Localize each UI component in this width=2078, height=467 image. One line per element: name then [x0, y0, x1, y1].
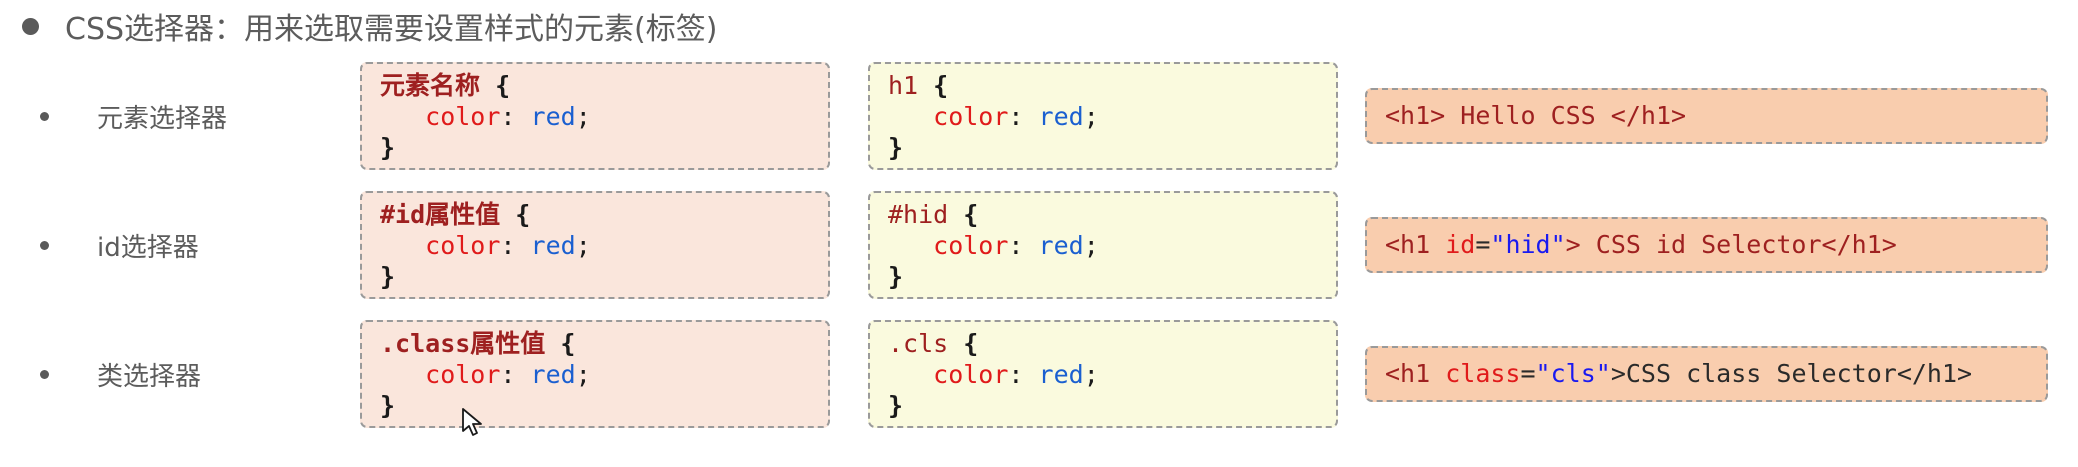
bullet-icon [22, 17, 39, 35]
css-property-token: color [933, 102, 1009, 131]
row-label-class-selector: 类选择器 [22, 310, 272, 438]
row-label-text: 元素选择器 [97, 103, 228, 134]
html-attr-equals: = [1475, 230, 1491, 259]
colon-token: : [500, 231, 516, 260]
css-syntax-box-element: 元素名称 { color: red; } [360, 62, 830, 170]
css-value-token: red [1038, 360, 1084, 389]
colon-token: : [1008, 360, 1024, 389]
page-title: CSS选择器：用来选取需要设置样式的元素(标签) [65, 12, 718, 47]
open-brace-token: { [515, 200, 531, 229]
open-brace-token: { [933, 71, 949, 100]
css-property-token: color [933, 360, 1009, 389]
css-example-box-element: h1 { color: red; } [868, 62, 1338, 170]
css-selector-token: .class属性值 [380, 329, 546, 358]
css-example-box-class: .cls { color: red; } [868, 320, 1338, 428]
slide-title-row: CSS选择器：用来选取需要设置样式的元素(标签) [0, 0, 717, 52]
html-snippet-box-element: <h1> Hello CSS </h1> [1365, 88, 2048, 144]
open-brace-token: { [963, 329, 979, 358]
html-text-content: CSS id Selector [1580, 230, 1822, 259]
css-selector-token: 元素名称 [380, 71, 481, 100]
open-brace-token: { [560, 329, 576, 358]
close-brace-token: } [380, 391, 396, 420]
html-snippet-box-id: <h1 id="hid"> CSS id Selector</h1> [1365, 217, 2048, 273]
semicolon-token: ; [575, 231, 591, 260]
colon-token: : [500, 102, 516, 131]
html-open-tag: <h1 [1385, 230, 1446, 259]
bullet-icon [40, 369, 49, 379]
html-close-tag: </h1> [1896, 359, 1973, 388]
semicolon-token: ; [1083, 231, 1099, 260]
semicolon-token: ; [1083, 102, 1099, 131]
colon-token: : [500, 360, 516, 389]
row-label-text: id选择器 [97, 232, 199, 263]
css-value-token: red [1038, 102, 1084, 131]
close-brace-token: } [380, 262, 396, 291]
semicolon-token: ; [1083, 360, 1099, 389]
html-attr-value: "hid" [1490, 230, 1566, 259]
html-attr-name: class [1445, 359, 1521, 388]
html-attr-equals: = [1520, 359, 1536, 388]
css-value-token: red [530, 231, 576, 260]
html-close-tag: </h1> [1821, 230, 1897, 259]
html-tag-close: > [1610, 359, 1626, 388]
close-brace-token: } [888, 133, 904, 162]
css-selector-token: .cls [888, 329, 949, 358]
html-text-content: CSS class Selector [1625, 359, 1897, 388]
html-text-content: Hello CSS [1445, 101, 1611, 130]
css-value-token: red [530, 102, 576, 131]
css-selector-token: #id属性值 [380, 200, 501, 229]
html-snippet-box-class: <h1 class="cls">CSS class Selector</h1> [1365, 346, 2048, 402]
semicolon-token: ; [575, 102, 591, 131]
bullet-icon [40, 111, 49, 121]
bullet-icon [40, 240, 49, 250]
close-brace-token: } [380, 133, 396, 162]
css-syntax-box-id: #id属性值 { color: red; } [360, 191, 830, 299]
row-label-id-selector: id选择器 [22, 181, 272, 309]
html-attr-value: "cls" [1535, 359, 1611, 388]
html-close-tag: </h1> [1610, 101, 1687, 130]
open-brace-token: { [963, 200, 979, 229]
close-brace-token: } [888, 391, 904, 420]
html-open-tag: <h1 [1385, 359, 1446, 388]
css-property-token: color [933, 231, 1009, 260]
css-property-token: color [425, 360, 501, 389]
css-property-token: color [425, 102, 501, 131]
html-open-tag: <h1> [1385, 101, 1446, 130]
close-brace-token: } [888, 262, 904, 291]
css-property-token: color [425, 231, 501, 260]
row-label-text: 类选择器 [97, 361, 202, 392]
selector-row-id: id选择器 #id属性值 { color: red; } #hid { colo… [0, 181, 2078, 309]
colon-token: : [1008, 231, 1024, 260]
colon-token: : [1008, 102, 1024, 131]
selector-row-class: 类选择器 .class属性值 { color: red; } .cls { co… [0, 310, 2078, 438]
row-label-element-selector: 元素选择器 [22, 52, 272, 180]
css-syntax-box-class: .class属性值 { color: red; } [360, 320, 830, 428]
css-value-token: red [1038, 231, 1084, 260]
html-tag-close: > [1565, 230, 1581, 259]
open-brace-token: { [495, 71, 511, 100]
css-example-box-id: #hid { color: red; } [868, 191, 1338, 299]
css-selector-token: #hid [888, 200, 949, 229]
css-value-token: red [530, 360, 576, 389]
selector-row-element: 元素选择器 元素名称 { color: red; } h1 { color: r… [0, 52, 2078, 180]
html-attr-name: id [1445, 230, 1476, 259]
css-selector-token: h1 [888, 71, 919, 100]
semicolon-token: ; [575, 360, 591, 389]
